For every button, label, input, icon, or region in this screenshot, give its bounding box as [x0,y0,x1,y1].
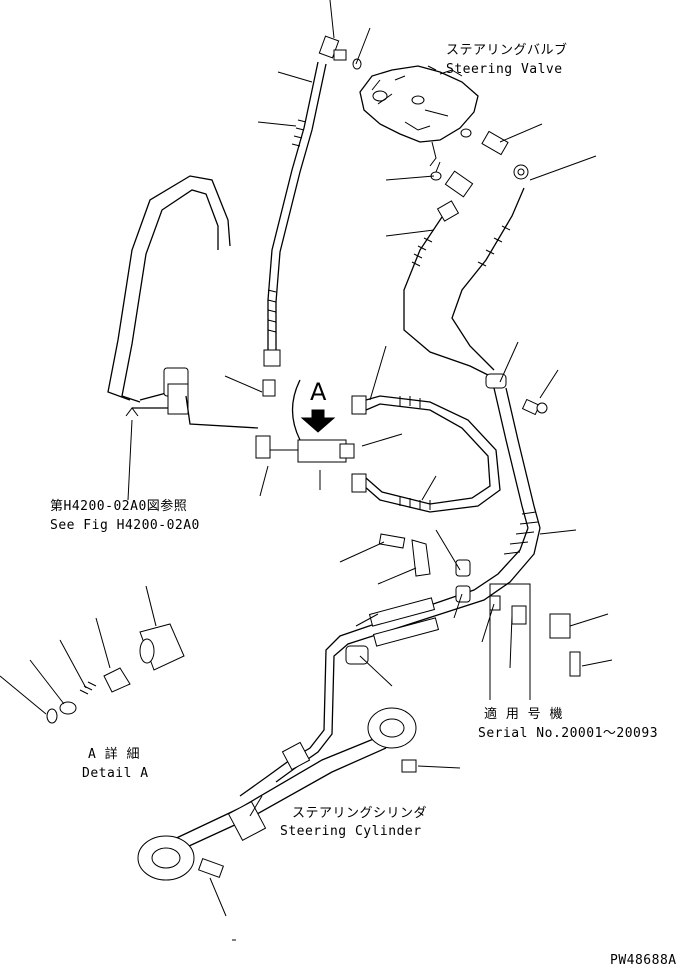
detail-label-jp: A 詳 細 [88,746,140,762]
drawing-number: PW48688A [610,953,677,968]
hose-center-pair [403,187,525,379]
steering-valve-label-en: Steering Valve [446,62,563,77]
detail-label-en: Detail A [82,766,149,781]
valve-fittings [318,35,529,198]
fitting-detail-a [255,379,355,463]
steering-valve-label-jp: ステアリングバルブ [446,42,568,58]
small-parts [345,533,471,665]
leader-lines [0,0,613,941]
see-fig-label-jp: 第H4200-02A0図参照 [50,498,187,514]
steering-cylinder-label-jp: ステアリングシリンダ [292,806,427,821]
detail-a-parts [46,623,185,724]
serial-range-box [489,583,581,700]
see-fig-label-en: See Fig H4200-02A0 [50,518,200,533]
steering-valve [359,65,479,167]
serial-label-jp: 適 用 号 機 [484,706,563,722]
steering-cylinder-label-en: Steering Cylinder [280,824,422,839]
left-return-pipe [107,175,259,429]
svg-text:A: A [310,378,327,406]
hose-middle-loop [351,395,501,513]
hose-clamp [485,373,548,416]
view-a-arrow: A [300,378,336,433]
serial-label-en: Serial No.20001～20093 [478,726,658,741]
steering-cylinder [137,707,417,881]
hose-left-long [262,61,327,397]
